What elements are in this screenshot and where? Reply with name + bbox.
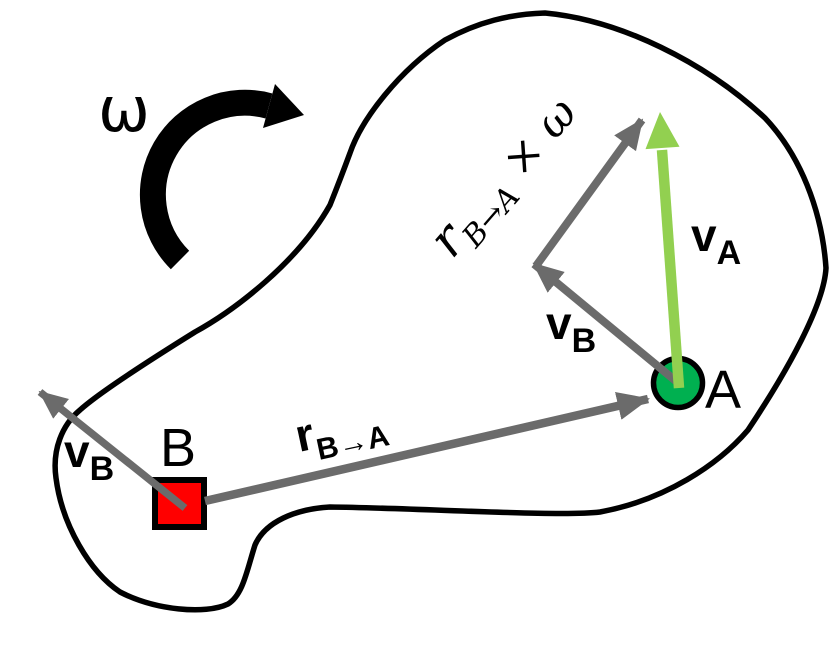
label-va: vA	[691, 209, 741, 272]
vector-r-cross-omega	[532, 117, 646, 269]
label-vb-at-a: vB	[546, 297, 596, 360]
omega-rotation-arrow	[139, 89, 273, 270]
vector-vb-at-a	[531, 260, 680, 386]
vector-r-ba	[204, 391, 650, 506]
va-arrowhead-icon	[645, 112, 680, 150]
label-va-sub: A	[717, 234, 742, 272]
label-r-cross-omega: rB→A × ω	[417, 84, 593, 273]
label-vb-at-a-main: v	[546, 297, 572, 349]
label-vb-at-a-sub: B	[572, 322, 597, 360]
omega-rotation-arrowhead-icon	[263, 84, 304, 128]
label-vb-at-b-sub: B	[90, 450, 115, 488]
point-b-label: B	[160, 418, 196, 478]
label-vb-at-b: vB	[64, 425, 114, 488]
label-vb-at-b-main: v	[64, 425, 90, 477]
vector-vb-at-b	[37, 389, 188, 511]
label-va-main: v	[691, 209, 717, 261]
vector-va	[656, 149, 685, 389]
point-a-label: A	[705, 360, 741, 420]
rigid-body-outline	[52, 10, 829, 613]
omega-symbol-label: ω	[98, 73, 150, 146]
